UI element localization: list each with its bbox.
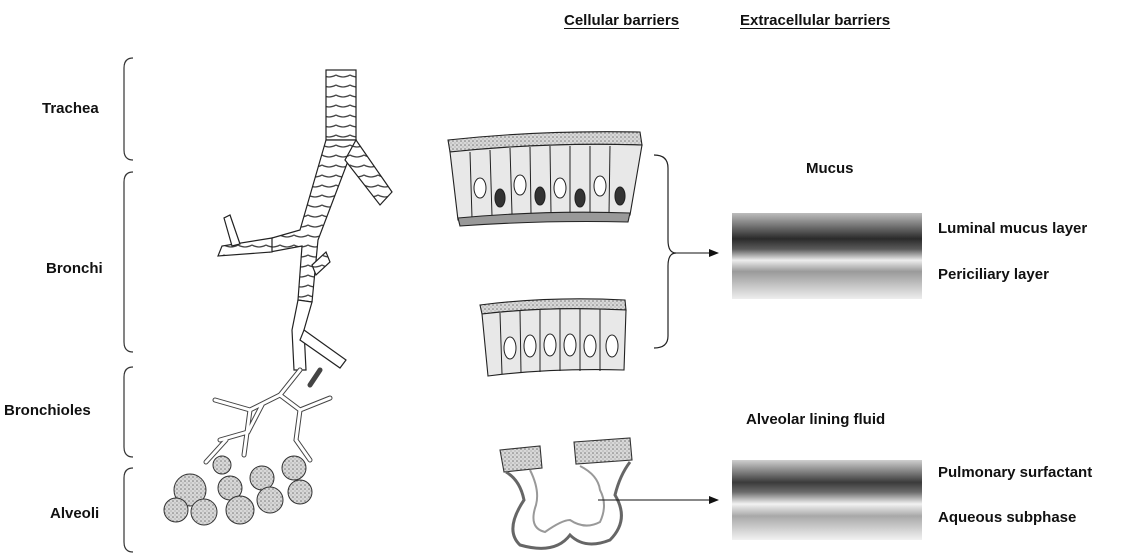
epithelium-grouping-brace (654, 155, 676, 348)
bronchioles-bracket (124, 367, 133, 457)
mucus-layer-bar (732, 213, 922, 299)
region-brackets (124, 58, 133, 552)
ciliated-epithelium-illustration (448, 132, 642, 226)
alveolus-illustration (500, 438, 632, 548)
trachea-bracket (124, 58, 133, 160)
alveoli-bracket (124, 468, 133, 552)
airway-tree-illustration (164, 70, 392, 525)
bronchi-bracket (124, 172, 133, 352)
bronchiolar-epithelium-illustration (480, 299, 626, 376)
alveolar-layer-bar (732, 460, 922, 540)
